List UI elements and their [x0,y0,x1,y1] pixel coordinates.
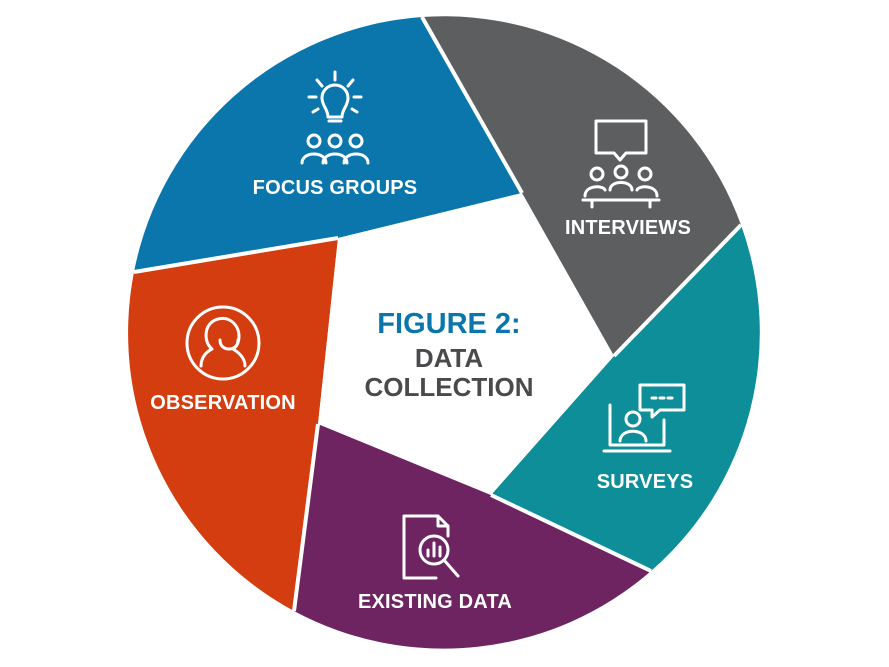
segment-focus-groups [134,17,522,272]
title-line-2: COLLECTION [365,372,534,402]
segment-existing-data [294,424,651,649]
segment-interviews [422,16,741,356]
figure-label: FIGURE 2: [377,308,520,340]
document-magnifier-icon [402,514,460,580]
interviews-label: INTERVIEWS [565,217,691,239]
lightbulb-people-icon [300,70,370,165]
segment-dividers [133,16,743,612]
speech-bubble-meeting-icon [581,119,661,209]
surveys-label: SURVEYS [597,471,694,493]
focus-groups-label: FOCUS GROUPS [253,177,418,199]
segment-surveys [491,225,760,571]
center-pentagon [318,193,614,495]
existing-data-label: EXISTING DATA [358,591,512,613]
segment-observation [128,238,338,611]
title-line-1: DATA [415,343,484,373]
person-outline-icon [185,305,261,381]
laptop-chat-icon [602,383,686,453]
observation-label: OBSERVATION [150,392,296,414]
